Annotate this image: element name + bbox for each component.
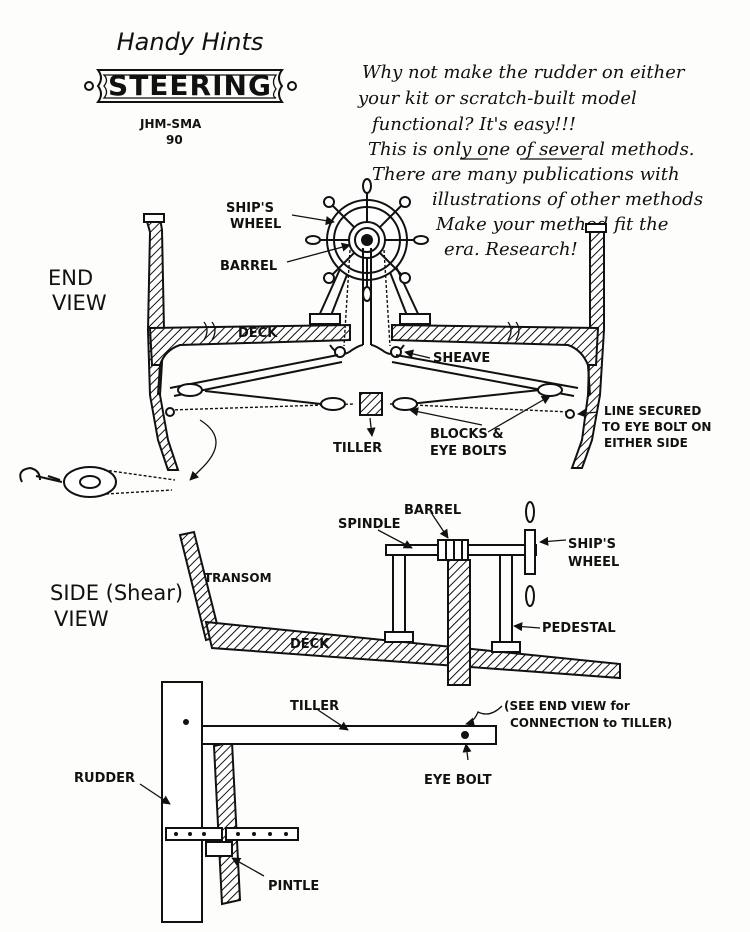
pintle-strap [165, 827, 223, 841]
author-year: 90 [166, 133, 183, 147]
label-ships-wheel: WHEEL [230, 217, 281, 232]
tiller-side [201, 725, 497, 745]
note-line: functional? It's easy!!! [370, 114, 576, 135]
label-pedestal: PEDESTAL [542, 621, 616, 636]
deck-right [391, 323, 600, 366]
note-line: There are many publications with [372, 164, 680, 185]
tiller-end [359, 392, 383, 416]
label-sheave: SHEAVE [433, 351, 490, 366]
note-line: illustrations of other methods [432, 189, 703, 210]
label-line: LINE SECURED [604, 404, 701, 418]
gudgeon-strap [225, 827, 299, 841]
note-line: era. Research! [444, 239, 578, 260]
note-line: This is only one of several methods. [368, 139, 695, 160]
note-line: your kit or scratch-built model [357, 88, 637, 109]
deck-side [204, 620, 621, 680]
side-view-title: SIDE (Shear) [50, 581, 183, 605]
label-tiller: TILLER [333, 441, 382, 456]
label-ships-wheel-side: SHIP'S [568, 537, 616, 552]
label-rudder: RUDDER [74, 771, 135, 786]
label-barrel: BARREL [220, 259, 277, 274]
barrel-side [437, 539, 469, 561]
stern-post [212, 740, 242, 906]
label-transom: TRANSOM [204, 571, 272, 585]
label-spindle: SPINDLE [338, 517, 401, 532]
label-line: EITHER SIDE [604, 436, 688, 450]
deck-label: DECK [238, 326, 278, 341]
header: Handy Hints STEERING JHM-SMA 90 [84, 28, 297, 147]
author-initials: JHM-SMA [139, 117, 202, 131]
label-ships-wheel: SHIP'S [226, 201, 274, 216]
side-view-title: VIEW [54, 607, 109, 631]
ships-wheel-end [305, 178, 429, 302]
label-eye-bolt: EYE BOLT [424, 773, 492, 788]
steering-plaque: STEERING [84, 69, 297, 103]
series-title: Handy Hints [117, 28, 264, 56]
block-detail [19, 419, 217, 498]
label-pintle: PINTLE [268, 879, 319, 894]
intro-note: Why not make the rudder on either your k… [357, 62, 703, 260]
label-see-end: (SEE END VIEW for [504, 699, 630, 713]
deck-left [148, 323, 351, 366]
note-line: Make your method fit the [435, 214, 668, 235]
note-line: Why not make the rudder on either [362, 62, 686, 83]
label-line: TO EYE BOLT ON [602, 420, 711, 434]
label-see-end: CONNECTION to TILLER) [510, 716, 672, 730]
label-blocks: BLOCKS & [430, 427, 504, 442]
label-blocks: EYE BOLTS [430, 444, 507, 459]
plaque-text: STEERING [108, 69, 272, 102]
end-view-title: VIEW [52, 291, 107, 315]
label-ships-wheel-side: WHEEL [568, 555, 619, 570]
label-barrel-side: BARREL [404, 503, 461, 518]
end-view-title: END [48, 266, 93, 290]
end-view: END VIEW DECK [19, 178, 711, 498]
side-view: SIDE (Shear) VIEW TRANSOM DECK [50, 501, 672, 923]
label-deck-side: DECK [290, 637, 330, 652]
label-tiller-side: TILLER [290, 699, 339, 714]
